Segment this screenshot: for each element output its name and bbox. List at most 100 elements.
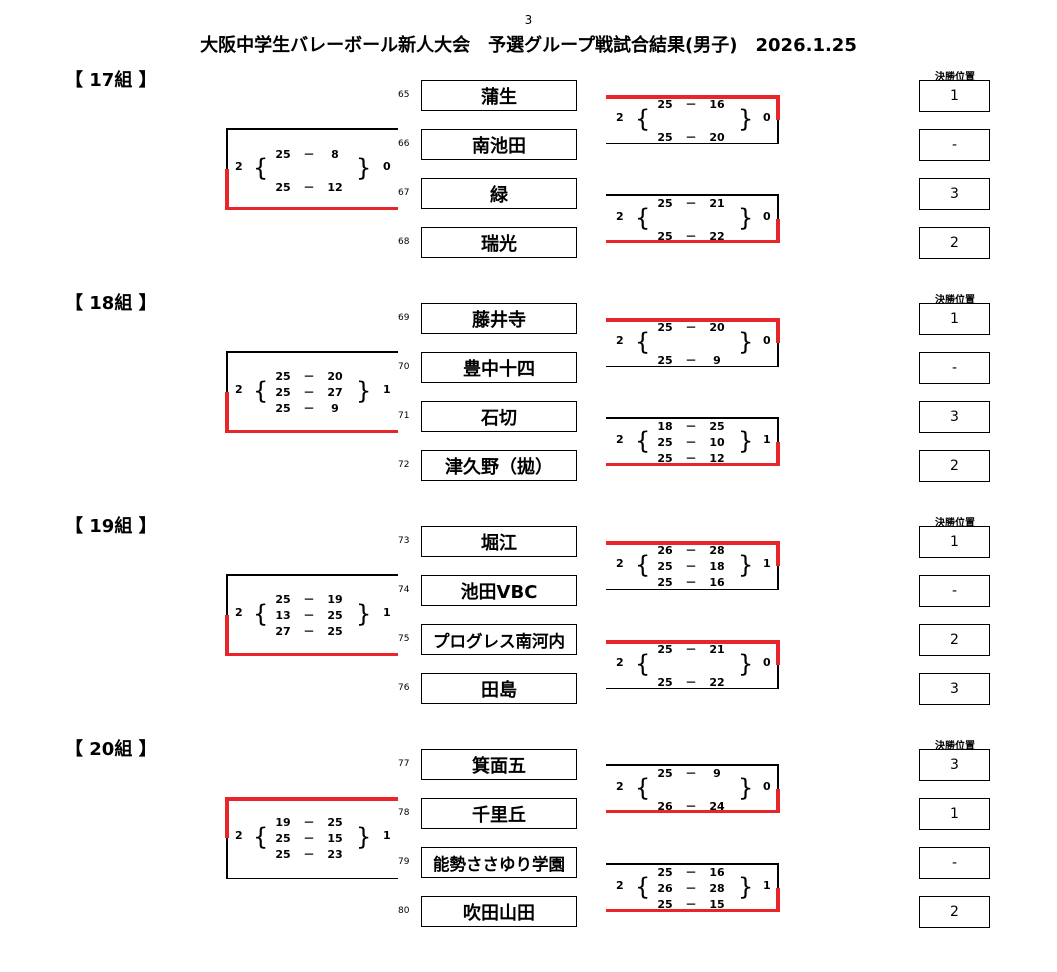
- sets-won-right: 0: [763, 209, 771, 223]
- bracket-line-vertical: [776, 640, 780, 665]
- bracket-line-top: [606, 95, 779, 99]
- score-value: 12: [327, 180, 343, 194]
- score-value: 25: [657, 321, 673, 334]
- score-value: 27: [327, 386, 343, 399]
- score-value: 25: [275, 402, 291, 415]
- score-dash: －: [685, 435, 697, 449]
- score-value: 25: [657, 354, 673, 367]
- score-value: 25: [657, 98, 673, 111]
- position-header: 決勝位置: [935, 741, 975, 752]
- final-position-box: -: [919, 129, 990, 161]
- sets-won-left: 2: [616, 556, 624, 570]
- score-dash: －: [303, 832, 315, 845]
- score-value: 9: [331, 402, 339, 415]
- brace-right: }: [356, 600, 372, 628]
- position-header: 決勝位置: [935, 518, 975, 529]
- final-position-box: 1: [919, 526, 990, 558]
- brace-left: {: [253, 154, 269, 182]
- brace-left: {: [253, 377, 269, 405]
- set-score: 25－20: [654, 129, 728, 145]
- sets-won-right: 0: [763, 333, 771, 347]
- score-value: 9: [713, 354, 721, 367]
- score-dash: －: [685, 575, 697, 589]
- score-value: 9: [713, 767, 721, 780]
- bracket-line-vertical: [776, 788, 780, 813]
- brace-right: }: [356, 154, 372, 182]
- score-value: 25: [657, 676, 673, 689]
- set-score: 25－12: [654, 450, 728, 466]
- set-score: 25－10: [654, 434, 728, 450]
- bracket-line-bottom: [606, 142, 779, 144]
- score-dash: －: [303, 370, 315, 383]
- bracket-line-vertical: [777, 863, 779, 888]
- score-value: 25: [275, 147, 291, 161]
- sets-won-left: 2: [616, 878, 624, 892]
- score-value: 16: [709, 865, 725, 879]
- score-value: 25: [657, 435, 673, 449]
- team-number: 72: [398, 460, 410, 470]
- team-name-box: 田島: [421, 673, 577, 704]
- sets-won-right: 0: [763, 655, 771, 669]
- group-label: 【 17組 】: [65, 70, 157, 91]
- set-score: 25－8: [272, 146, 346, 162]
- bracket-line-vertical: [776, 541, 780, 566]
- score-dash: －: [685, 321, 697, 334]
- bracket-line-vertical: [225, 615, 229, 656]
- final-position-box: -: [919, 352, 990, 384]
- sets-won-right: 1: [383, 829, 391, 842]
- bracket-line-vertical: [776, 95, 780, 120]
- bracket-line-bottom: [226, 206, 398, 210]
- score-dash: －: [685, 98, 697, 111]
- team-name-box: 蒲生: [421, 80, 577, 111]
- score-value: 19: [275, 816, 291, 829]
- team-number: 67: [398, 188, 410, 198]
- brace-left: {: [635, 649, 651, 678]
- score-value: 21: [709, 197, 725, 210]
- set-score: 25－20: [272, 368, 346, 384]
- team-name-box: 南池田: [421, 129, 577, 160]
- set-score: 25－22: [654, 228, 728, 244]
- score-dash: －: [303, 180, 315, 194]
- brace-right: }: [738, 773, 754, 802]
- team-name-box: 箕面五: [421, 749, 577, 780]
- bracket-line-bottom: [606, 809, 779, 813]
- sets-won-left: 2: [616, 779, 624, 793]
- bracket-line-bottom: [226, 877, 398, 879]
- score-dash: －: [685, 131, 697, 144]
- final-position-box: 1: [919, 303, 990, 335]
- score-value: 25: [657, 559, 673, 573]
- bracket-line-top: [606, 640, 779, 644]
- score-value: 25: [327, 625, 343, 638]
- bracket-line-vertical: [777, 342, 779, 367]
- set-score: 26－28: [654, 880, 728, 896]
- score-value: 24: [709, 800, 725, 813]
- team-number: 76: [398, 683, 410, 693]
- team-name-box: 豊中十四: [421, 352, 577, 383]
- set-score: 25－18: [654, 558, 728, 574]
- final-position-box: 3: [919, 673, 990, 705]
- set-score: 25－19: [272, 591, 346, 607]
- final-position-box: 3: [919, 401, 990, 433]
- brace-right: }: [738, 426, 754, 455]
- score-dash: －: [685, 643, 697, 656]
- team-number: 77: [398, 759, 410, 769]
- score-dash: －: [685, 230, 697, 243]
- bracket-line-vertical: [776, 441, 780, 466]
- set-score: 26－28: [654, 542, 728, 558]
- bracket-line-bottom: [606, 908, 779, 912]
- score-value: 25: [657, 230, 673, 243]
- score-dash: －: [685, 354, 697, 367]
- bracket-line-top: [226, 128, 398, 130]
- score-value: 25: [657, 451, 673, 465]
- bracket-line-top: [606, 194, 779, 196]
- score-value: 8: [331, 147, 339, 161]
- sets-won-left: 2: [235, 829, 243, 842]
- sets-won-left: 2: [616, 209, 624, 223]
- set-score: 25－20: [654, 319, 728, 335]
- score-value: 20: [709, 131, 725, 144]
- score-value: 28: [709, 881, 725, 895]
- bracket-line-vertical: [777, 119, 779, 144]
